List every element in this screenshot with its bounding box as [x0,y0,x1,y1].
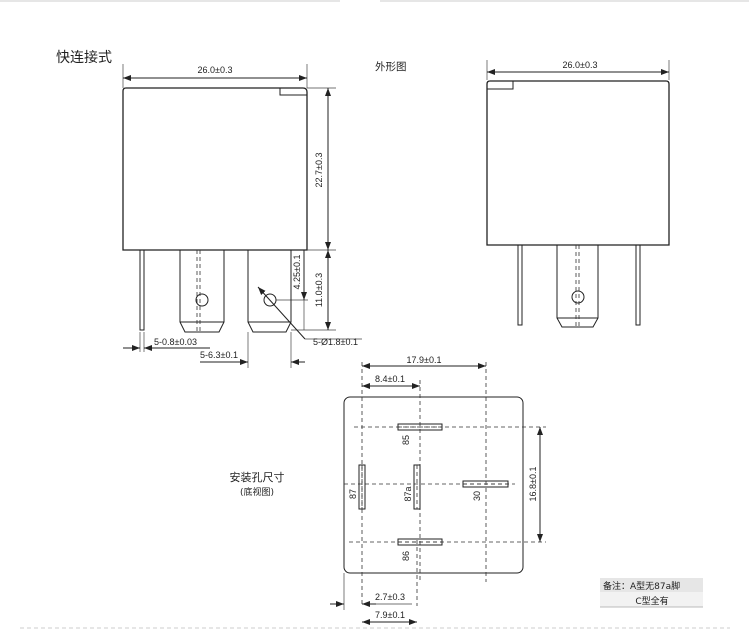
pin-30-label: 30 [472,491,482,501]
mounting-hole-diagram: 85 86 87 87a 30 17.9±0.1 8.4±0.1 16.8±0.… [330,355,546,625]
pin-87a-label: 87a [403,486,413,501]
pin-hole [263,293,277,307]
width-dimension: 26.0±0.3 [198,65,233,75]
span-2-7-dimension: 2.7±0.3 [375,592,405,602]
pin-thickness-dimension: 5-0.8±0.03 [154,337,197,347]
bottom-view-label: (底视图) [240,486,274,498]
note-line-1: 备注：A型无87a脚 [603,580,680,592]
pin [179,250,225,333]
note-line-2: C型全有 [635,595,668,607]
height-dimension: 22.7±0.3 [314,153,324,188]
outline-title: 外形图 [375,61,407,73]
left-relay-view: 26.0±0.3 22.7±0.3 11.0±0.3 4.25±0.1 5-Ø1… [122,64,362,368]
hole-position-dimension: 4.25±0.1 [292,255,302,290]
relay-body [122,87,308,251]
span-8-4-dimension: 8.4±0.1 [375,374,405,384]
span-17-9-dimension: 17.9±0.1 [407,355,442,365]
pin-length-dimension: 11.0±0.3 [314,273,324,307]
span-7-9-dimension: 7.9±0.1 [375,610,405,620]
span-16-8-dimension: 16.8±0.1 [528,467,538,502]
pin-hole [195,293,209,307]
note-box: 备注：A型无87a脚 C型全有 [600,578,703,608]
quick-connect-title: 快连接式 [56,49,112,66]
mounting-title: 安装孔尺寸 [230,470,285,484]
pin-86-label: 86 [401,551,411,561]
relay-body-right [486,80,670,246]
pin [247,250,292,333]
width-dimension-right: 26.0±0.3 [563,60,598,70]
pin-85-label: 85 [401,435,411,445]
pin-87-label: 87 [348,489,358,499]
right-relay-view: 26.0±0.3 [486,60,670,328]
hole-diameter-dimension: 5-Ø1.8±0.1 [313,337,358,347]
thin-pin [139,249,145,331]
pin-width-dimension: 5-6.3±0.1 [200,350,238,360]
